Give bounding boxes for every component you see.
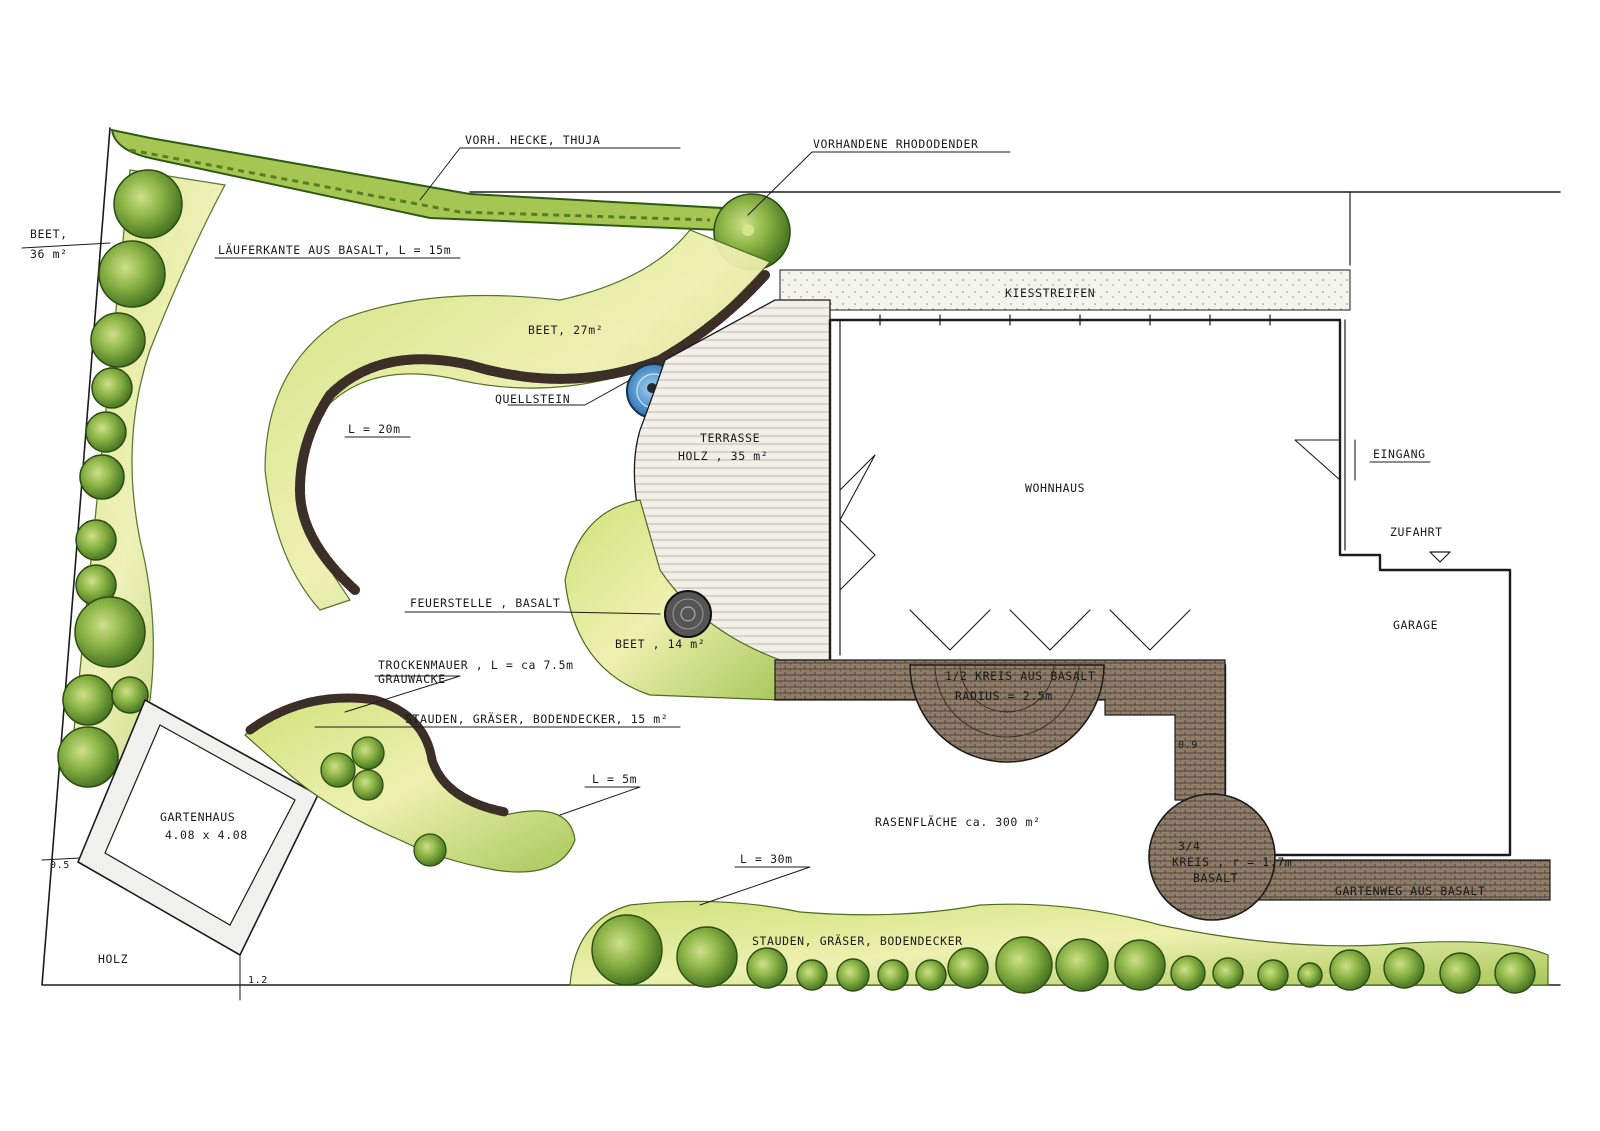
label-bed36-area: 36 m² xyxy=(30,247,68,261)
garden-shed xyxy=(76,698,320,957)
label-drywall-sub: GRAUWACKE xyxy=(378,672,446,686)
s-curve-perennial-bed xyxy=(244,693,576,873)
curved-bed-27 xyxy=(264,229,772,611)
label-bed27: BEET, 27m² xyxy=(528,323,603,337)
label-fire: FEUERSTELLE , BASALT xyxy=(410,596,560,610)
label-garage: GARAGE xyxy=(1393,618,1438,632)
label-perennial15: STAUDEN, GRÄSER, BODENDECKER, 15 m² xyxy=(405,711,668,726)
label-hedge: VORH. HECKE, THUJA xyxy=(465,133,600,147)
label-dim12: 1.2 xyxy=(248,975,268,986)
label-drywall: TROCKENMAUER , L = ca 7.5m xyxy=(378,658,574,672)
leader-lines xyxy=(21,147,1431,1001)
label-dim09: 0.9 xyxy=(1178,740,1198,751)
label-path: GARTENWEG AUS BASALT xyxy=(1335,884,1485,898)
label-entrance: EINGANG xyxy=(1373,447,1426,461)
three-quarter-circle-basalt xyxy=(1148,793,1276,921)
label-gravel: KIESSTREIFEN xyxy=(1005,286,1095,300)
half-circle-basalt xyxy=(909,664,1105,763)
label-house: WOHNHAUS xyxy=(1025,481,1085,495)
label-drive: ZUFAHRT xyxy=(1390,525,1443,539)
label-three-quarter: 3/4 xyxy=(1178,839,1201,853)
label-edging: LÄUFERKANTE AUS BASALT, L = 15m xyxy=(218,242,451,257)
label-terrace: TERRASSE xyxy=(700,431,760,445)
label-perennial-bottom: STAUDEN, GRÄSER, BODENDECKER xyxy=(752,933,963,948)
fire-pit xyxy=(664,590,712,638)
label-l30: L = 30m xyxy=(740,852,793,866)
label-spring: QUELLSTEIN xyxy=(495,392,570,406)
labels: VORH. HECKE, THUJA VORHANDENE RHODODENDE… xyxy=(30,133,1485,986)
label-circle-mat: BASALT xyxy=(1193,871,1238,885)
label-shed: GARTENHAUS xyxy=(160,810,235,824)
bottom-tree-row xyxy=(591,914,1536,994)
label-bed36: BEET, xyxy=(30,227,68,241)
label-circle-r: KREIS , r = 1.7m xyxy=(1172,855,1292,869)
label-wood: HOLZ xyxy=(98,952,128,966)
label-dim05: 0.5 xyxy=(50,860,70,871)
label-radius: RADIUS = 2.5m xyxy=(955,689,1053,703)
driveway-arrow xyxy=(1429,551,1451,563)
thuja-hedge xyxy=(110,128,724,232)
label-l20: L = 20m xyxy=(348,422,401,436)
label-terrace-sub: HOLZ , 35 m² xyxy=(678,449,768,463)
label-lawn: RASENFLÄCHE ca. 300 m² xyxy=(875,814,1041,829)
left-tree-row xyxy=(57,169,183,788)
shrubs-s-bed xyxy=(320,736,447,867)
house-outline xyxy=(828,314,1512,857)
basalt-paving-band xyxy=(774,659,1551,901)
label-shed-size: 4.08 x 4.08 xyxy=(165,828,248,842)
label-l5: L = 5m xyxy=(592,772,637,786)
label-rhododendron: VORHANDENE RHODODENDER xyxy=(813,137,979,151)
label-bed14: BEET , 14 m² xyxy=(615,637,705,651)
label-half-circle: 1/2 KREIS AUS BASALT xyxy=(945,669,1095,683)
